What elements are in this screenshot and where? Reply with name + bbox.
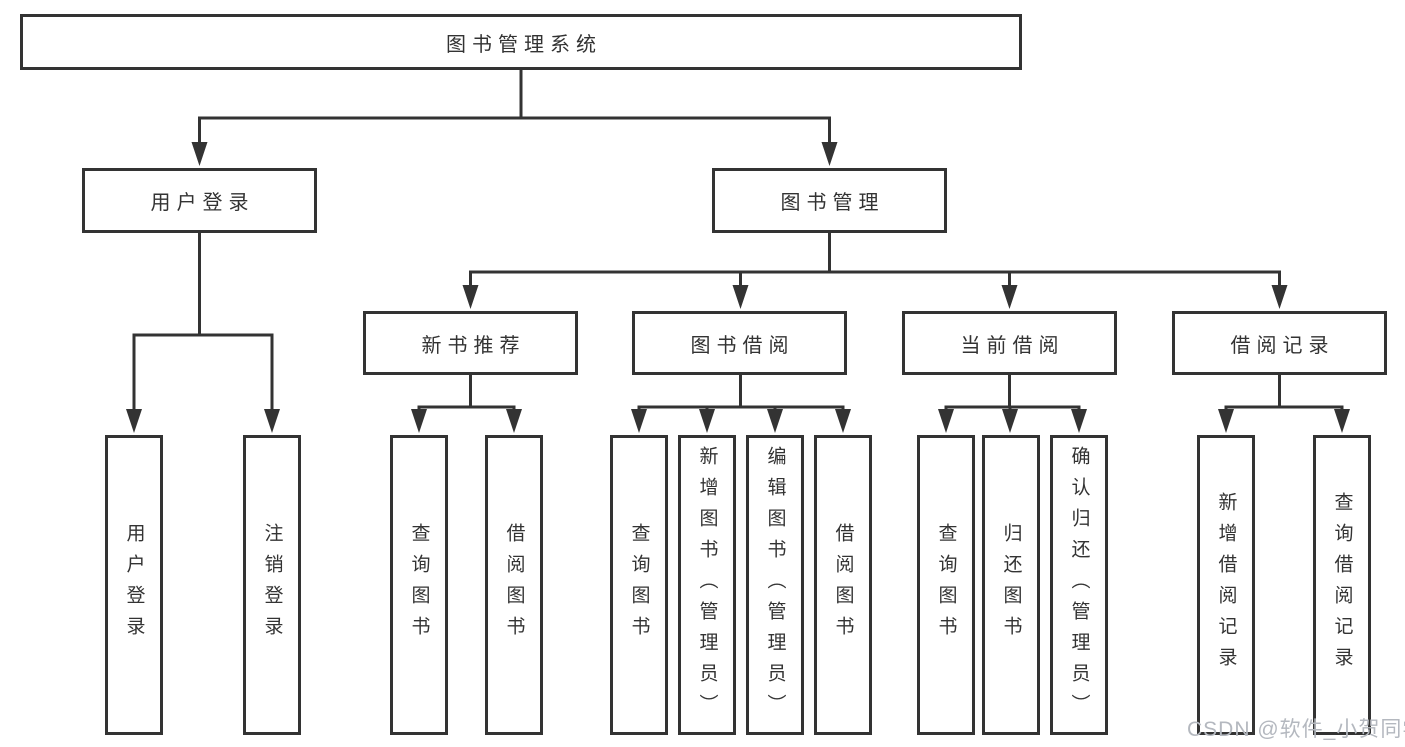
- leaf-borrow-book: 借阅图书: [814, 435, 872, 735]
- connector-new-book-recommend: [411, 373, 522, 433]
- leaf-user-login: 用户登录: [105, 435, 163, 735]
- connector-book-management: [462, 231, 1288, 309]
- leaf-return-book: 归还图书: [982, 435, 1040, 735]
- leaf-logout: 注销登录: [243, 435, 301, 735]
- watermark: CSDN @软件_小贺同学: [1187, 718, 1405, 741]
- leaf-add-borrow-record: 新增借阅记录: [1197, 435, 1255, 735]
- node-book-borrow: 图书借阅: [632, 311, 847, 375]
- leaf-label: 查询借阅记录: [1331, 492, 1353, 678]
- leaf-label: 归还图书: [1000, 523, 1022, 647]
- node-root: 图书管理系统: [20, 14, 1022, 70]
- leaf-recommend-borrow-book: 借阅图书: [485, 435, 543, 735]
- leaf-label: 查询图书: [408, 523, 430, 647]
- node-root-label: 图书管理系统: [446, 33, 602, 56]
- node-new-book-recommend: 新书推荐: [363, 311, 578, 375]
- leaf-label: 确认归还（管理员）: [1068, 445, 1090, 725]
- leaf-recommend-query-book: 查询图书: [390, 435, 448, 735]
- node-book-borrow-label: 图书借阅: [690, 334, 795, 357]
- connector-current-borrow: [938, 373, 1087, 433]
- leaf-edit-book-admin: 编辑图书（管理员）: [746, 435, 804, 735]
- leaf-label: 编辑图书（管理员）: [764, 445, 786, 725]
- leaf-label: 新增借阅记录: [1215, 492, 1237, 678]
- connector-root: [191, 70, 838, 166]
- node-new-book-recommend-label: 新书推荐: [421, 334, 526, 357]
- leaf-label: 借阅图书: [503, 523, 525, 647]
- leaf-label: 查询图书: [628, 523, 650, 647]
- leaf-confirm-return-admin: 确认归还（管理员）: [1050, 435, 1108, 735]
- leaf-current-query-book: 查询图书: [917, 435, 975, 735]
- connector-borrow-records: [1218, 373, 1350, 433]
- node-book-management: 图书管理: [712, 168, 947, 233]
- leaf-label: 新增图书（管理员）: [696, 445, 718, 725]
- node-user-login: 用户登录: [82, 168, 317, 233]
- leaf-add-book-admin: 新增图书（管理员）: [678, 435, 736, 735]
- node-current-borrow: 当前借阅: [902, 311, 1117, 375]
- node-borrow-records: 借阅记录: [1172, 311, 1387, 375]
- leaf-label: 用户登录: [123, 523, 145, 647]
- leaf-label: 注销登录: [261, 523, 283, 647]
- node-borrow-records-label: 借阅记录: [1230, 334, 1335, 357]
- leaf-label: 查询图书: [935, 523, 957, 647]
- node-current-borrow-label: 当前借阅: [960, 334, 1065, 357]
- leaf-borrow-query-book: 查询图书: [610, 435, 668, 735]
- leaf-query-borrow-record: 查询借阅记录: [1313, 435, 1371, 735]
- connector-user-login: [126, 231, 280, 433]
- connector-book-borrow: [631, 373, 851, 433]
- node-book-management-label: 图书管理: [780, 192, 885, 214]
- leaf-label: 借阅图书: [832, 523, 854, 647]
- node-user-login-label: 用户登录: [150, 192, 255, 214]
